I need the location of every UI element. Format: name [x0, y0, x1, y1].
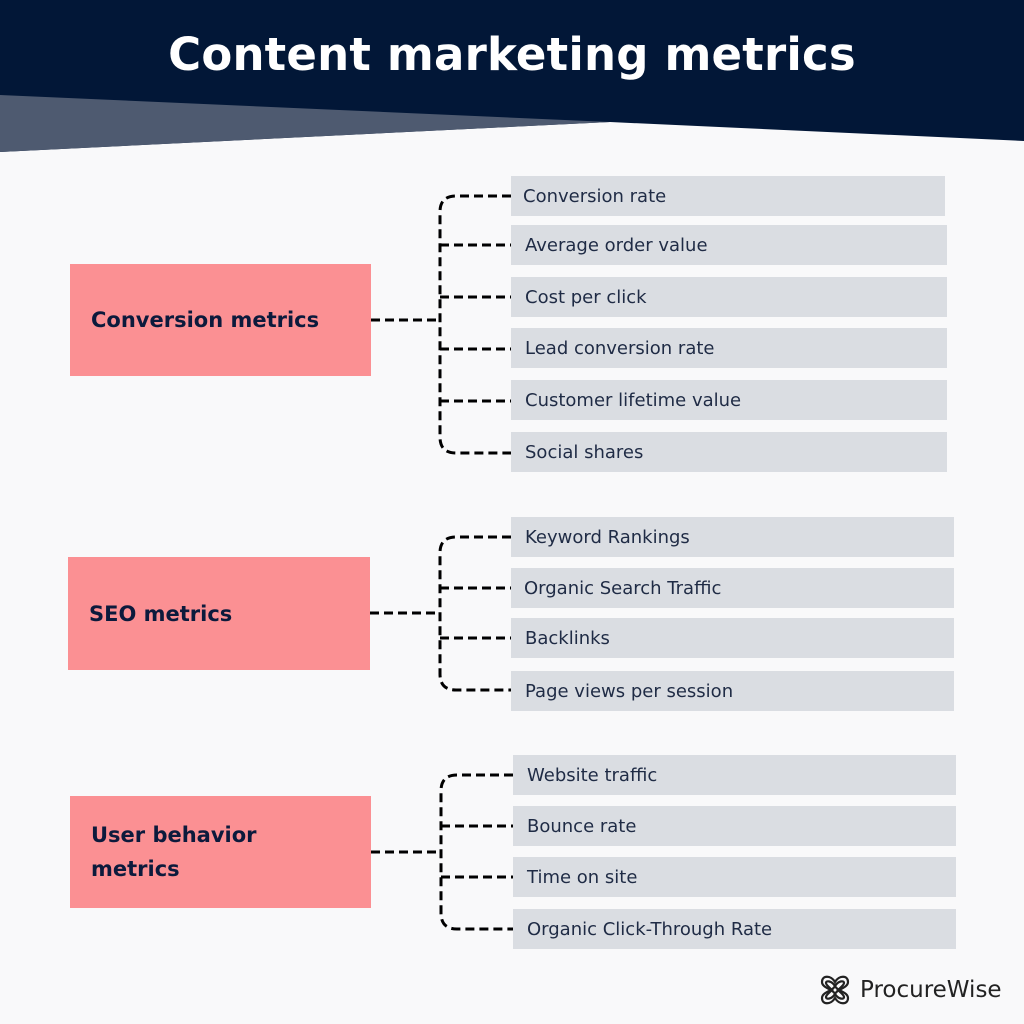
metric-item: Time on site	[513, 857, 956, 897]
metric-item: Page views per session	[511, 671, 954, 711]
metric-label: Time on site	[527, 866, 638, 888]
page-title: Content marketing metrics	[168, 28, 856, 81]
metric-label: Keyword Rankings	[525, 526, 690, 548]
category-label: SEO metrics	[89, 601, 233, 626]
metric-label: Bounce rate	[527, 815, 637, 837]
metric-item: Organic Search Traffic	[511, 568, 954, 608]
logo-text: ProcureWise	[860, 977, 1002, 1003]
metric-item: Conversion rate	[511, 176, 945, 216]
metric-label: Backlinks	[525, 627, 610, 649]
metric-item: Keyword Rankings	[511, 517, 954, 557]
metric-label: Website traffic	[527, 764, 658, 786]
category-label: Conversion metrics	[91, 308, 320, 332]
metric-label: Conversion rate	[523, 185, 667, 207]
metric-item: Backlinks	[511, 618, 954, 658]
metric-label: Organic Click-Through Rate	[527, 918, 773, 940]
user-behavior-bracket	[371, 773, 513, 931]
metric-item: Website traffic	[513, 755, 956, 795]
conversion-bracket	[371, 194, 511, 455]
metric-label: Average order value	[525, 234, 708, 256]
metric-item: Social shares	[511, 432, 947, 472]
metric-item: Lead conversion rate	[511, 328, 947, 368]
category-label-line-2: metrics	[91, 857, 180, 881]
seo-bracket	[370, 535, 511, 692]
metric-label: Customer lifetime value	[525, 389, 742, 411]
celtic-knot-icon	[820, 975, 850, 1005]
metric-label: Lead conversion rate	[525, 337, 715, 359]
header-background	[0, 0, 1024, 152]
metric-item: Average order value	[511, 225, 947, 265]
metric-item: Bounce rate	[513, 806, 956, 846]
metric-label: Cost per click	[525, 286, 647, 308]
category-conversion-metrics: Conversion metrics	[70, 264, 371, 376]
metric-item: Organic Click-Through Rate	[513, 909, 956, 949]
category-seo-metrics: SEO metrics	[68, 557, 370, 670]
category-user-behavior-metrics: User behavior metrics	[70, 796, 371, 908]
metric-item: Customer lifetime value	[511, 380, 947, 420]
metric-label: Social shares	[525, 441, 644, 463]
procurewise-logo: ProcureWise	[818, 973, 1002, 1007]
metric-item: Cost per click	[511, 277, 947, 317]
metric-label: Organic Search Traffic	[524, 577, 722, 599]
metric-label: Page views per session	[525, 680, 734, 702]
category-label-line-1: User behavior	[91, 823, 257, 847]
